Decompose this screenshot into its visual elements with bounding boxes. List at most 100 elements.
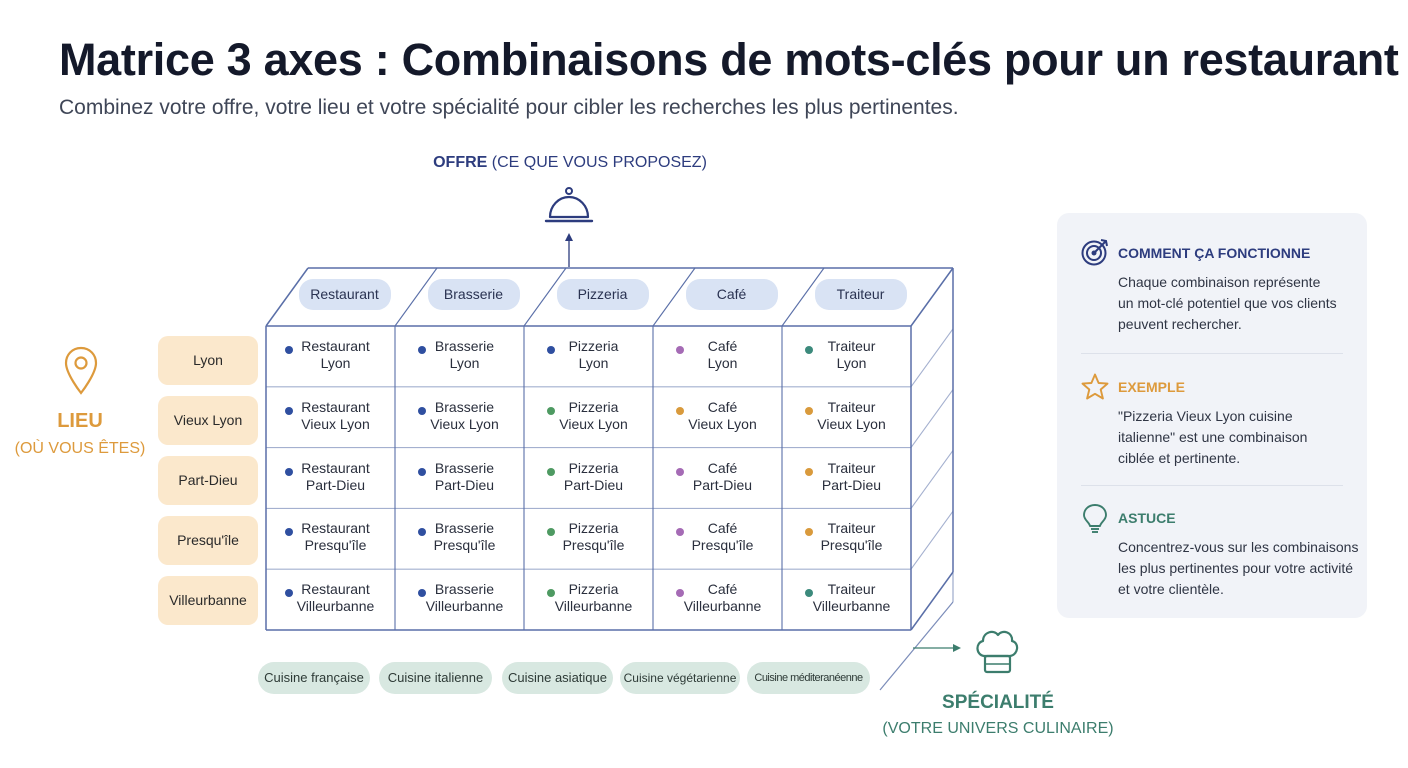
chef-hat-icon (976, 630, 1019, 674)
category-dot (676, 589, 684, 598)
keyword-offer: Pizzeria (568, 520, 619, 537)
category-dot (805, 589, 813, 598)
lieu-axis-subtitle: (OÙ VOUS ÊTES) (14, 440, 146, 457)
example-text: "Pizzeria Vieux Lyon cuisine italienne" … (1118, 406, 1358, 469)
offer-pill-2: Pizzeria (556, 279, 649, 310)
keyword-location: Vieux Lyon (301, 415, 370, 432)
keyword-location: Vieux Lyon (559, 415, 628, 432)
tip-text: Concentrez-vous sur les combinaisons les… (1118, 537, 1358, 600)
category-dot (676, 406, 684, 415)
how-title: COMMENT ÇA FONCTIONNE (1118, 245, 1311, 261)
lightbulb-icon (1083, 504, 1107, 533)
keyword-location: Vieux Lyon (430, 415, 499, 432)
keyword-offer: Brasserie (434, 459, 495, 476)
keyword-location: Vieux Lyon (688, 415, 757, 432)
info-panel: COMMENT ÇA FONCTIONNE Chaque combinaison… (1057, 213, 1367, 618)
offre-axis-title: OFFRE (433, 154, 488, 171)
keyword-offer: Traiteur (827, 581, 876, 598)
page-subtitle: Combinez votre offre, votre lieu et votr… (59, 96, 959, 119)
keyword-location: Villeurbanne (554, 598, 633, 615)
keyword-location: Villeurbanne (425, 598, 504, 615)
keyword-offer: Café (707, 398, 738, 415)
cloche-icon (544, 187, 594, 223)
keyword-location: Part-Dieu (692, 476, 753, 493)
category-dot (547, 406, 555, 415)
keyword-offer: Brasserie (434, 520, 495, 537)
keyword-location: Vieux Lyon (817, 415, 886, 432)
category-dot (547, 346, 555, 354)
specialty-pill-4: Cuisine méditeranéenne (747, 662, 870, 694)
panel-divider (1081, 485, 1343, 486)
keyword-offer: Pizzeria (568, 459, 619, 476)
keyword-offer: Brasserie (434, 338, 495, 354)
keyword-location: Presqu'île (562, 537, 625, 554)
keyword-offer: Café (707, 338, 738, 354)
category-dot (805, 346, 813, 354)
keyword-location: Part-Dieu (563, 476, 624, 493)
category-dot (285, 346, 293, 354)
how-text: Chaque combinaison représente un mot-clé… (1118, 272, 1358, 335)
specialty-pill-2: Cuisine asiatique (502, 662, 613, 694)
specialty-pill-3: Cuisine végétarienne (620, 662, 740, 694)
category-dot (805, 467, 813, 476)
keyword-offer: Restaurant (301, 520, 370, 537)
keyword-location: Presqu'île (820, 537, 883, 554)
category-dot (676, 467, 684, 476)
target-icon (1081, 239, 1108, 266)
category-dot (418, 346, 426, 354)
keyword-location: Villeurbanne (683, 598, 762, 615)
category-dot (547, 467, 555, 476)
keyword-offer: Traiteur (827, 520, 876, 537)
offer-pill-0: Restaurant (298, 279, 391, 310)
offre-axis-subtitle: (CE QUE VOUS PROPOSEZ) (491, 154, 707, 171)
keyword-location: Part-Dieu (434, 476, 495, 493)
keyword-offer: Traiteur (827, 398, 876, 415)
offer-pill-3: Café (685, 279, 778, 310)
location-pill-1: Vieux Lyon (158, 396, 258, 445)
how-line: Chaque combinaison représente (1118, 274, 1321, 290)
keyword-location: Part-Dieu (821, 476, 882, 493)
keyword-offer: Restaurant (301, 398, 370, 415)
keyword-location: Villeurbanne (296, 598, 375, 615)
keyword-location: Presqu'île (304, 537, 367, 554)
offer-pill-4: Traiteur (814, 279, 907, 310)
location-pill-0: Lyon (158, 336, 258, 385)
tip-line: les plus pertinentes pour votre activité (1118, 560, 1354, 576)
keyword-location: Presqu'île (433, 537, 496, 554)
tip-line: et votre clientèle. (1118, 581, 1224, 597)
keyword-offer: Brasserie (434, 398, 495, 415)
keyword-offer: Pizzeria (568, 338, 619, 354)
specialty-pill-0: Cuisine française (258, 662, 370, 694)
